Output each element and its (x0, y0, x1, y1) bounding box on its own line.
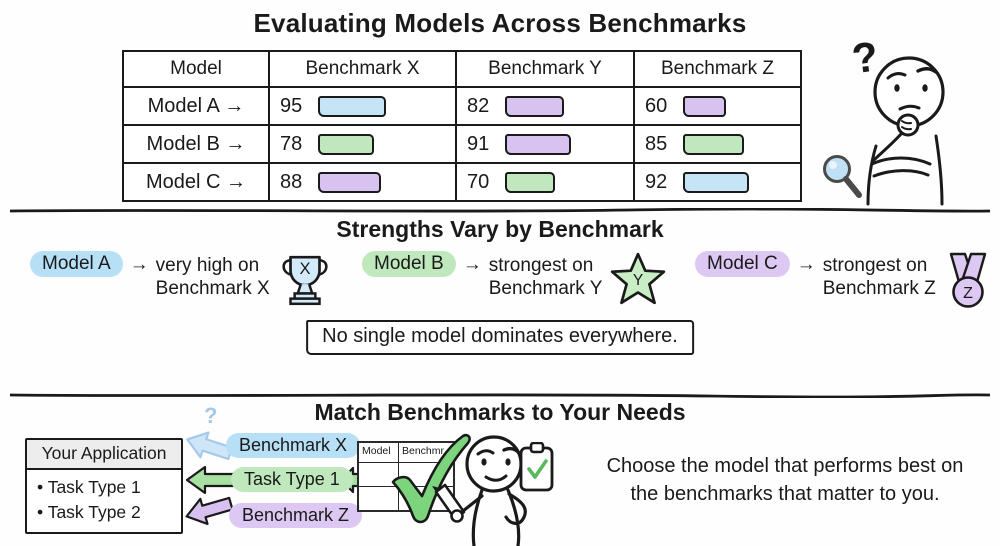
benchmark-x-label: Benchmark X (226, 433, 361, 458)
bullet-glyph: • (37, 502, 44, 522)
big-checkmark-icon (391, 433, 471, 524)
no-single-model-note: No single model dominates everywhere. (306, 320, 694, 355)
col-header-benchmark-z: Benchmark Z (633, 50, 802, 88)
score-bar (683, 95, 726, 117)
col-header-model: Model (122, 50, 270, 88)
writing-person-icon (432, 435, 527, 546)
arrow-glyph: → (796, 254, 816, 275)
magnifier-icon (823, 155, 862, 198)
uncertain-question-mark: ? (204, 403, 218, 428)
score-bar (505, 95, 564, 117)
match-title: Match Benchmarks to Your Needs (314, 399, 686, 425)
benchmark-z-label: Benchmark Z (229, 503, 363, 528)
score-bar (505, 171, 555, 193)
model-b-label: Model B → (122, 124, 270, 164)
task-type-1-item: • Task Type 1 (37, 477, 141, 497)
arrow-glyph: → (129, 254, 149, 275)
medal-letter: Z (963, 285, 973, 302)
score-bar (318, 95, 386, 117)
mini-col-benchmark: Benchmr (402, 445, 445, 457)
model-c-highlight: Model C (695, 251, 790, 277)
model-b-highlight: Model B (362, 251, 456, 277)
table-row: Model A → 95 82 60 (122, 86, 802, 126)
strength-text-line1: strongest on (488, 255, 594, 276)
question-mark-icon: ? (849, 32, 881, 82)
score-cell: 91 (455, 124, 635, 164)
your-application-box: Your Application • Task Type 1 • Task Ty… (25, 438, 183, 534)
star-letter: Y (633, 272, 644, 289)
bullet-glyph: • (37, 477, 44, 497)
arrow-glyph: → (226, 170, 247, 193)
model-a-label: Model A → (122, 86, 270, 126)
model-c-label: Model C → (122, 162, 270, 202)
table-row: Model C → 88 70 92 (122, 162, 802, 202)
green-arrow-icon (186, 466, 234, 494)
score-bar (683, 133, 744, 155)
page-title: Evaluating Models Across Benchmarks (253, 8, 747, 38)
strength-text-line2: Benchmark X (155, 278, 270, 299)
score-bar (505, 133, 571, 155)
strengths-title: Strengths Vary by Benchmark (336, 216, 664, 242)
score-cell: 92 (633, 162, 802, 202)
table-row: Model B → 78 91 85 (122, 124, 802, 164)
arrow-glyph: → (462, 254, 482, 275)
strength-text-line1: very high on (155, 255, 260, 276)
col-header-benchmark-x: Benchmark X (268, 50, 457, 88)
star-icon: Y (611, 252, 666, 305)
strength-text-line2: Benchmark Y (488, 278, 603, 299)
model-a-highlight: Model A (30, 251, 123, 277)
medal-icon: Z (949, 252, 986, 308)
score-cell: 70 (455, 162, 635, 202)
score-bar (318, 171, 381, 193)
task-type-2-item: • Task Type 2 (37, 502, 141, 522)
clipboard-icon (519, 442, 554, 492)
blue-arrow-icon (186, 431, 233, 461)
mini-col-model: Model (359, 443, 399, 462)
advice-text: Choose the model that performs best on t… (606, 455, 964, 505)
trophy-letter: X (299, 259, 310, 278)
score-cell: 82 (455, 86, 635, 126)
score-cell: 85 (633, 124, 802, 164)
benchmark-table: Model Benchmark X Benchmark Y Benchmark … (122, 50, 802, 202)
section-divider (9, 393, 991, 398)
arrow-glyph: → (225, 132, 246, 155)
score-cell: 88 (268, 162, 457, 202)
arrow-glyph: → (224, 94, 245, 117)
trophy-icon: X (282, 255, 328, 306)
purple-arrow-icon (185, 496, 234, 526)
application-box-title: Your Application (27, 440, 181, 470)
thinking-person-icon: ? (849, 32, 945, 206)
col-header-benchmark-y: Benchmark Y (455, 50, 635, 88)
score-cell: 78 (268, 124, 457, 164)
score-bar (683, 171, 749, 193)
table-header-row: Model Benchmark X Benchmark Y Benchmark … (122, 50, 802, 88)
score-bar (318, 133, 374, 155)
score-cell: 95 (268, 86, 457, 126)
task-type-1-label: Task Type 1 (231, 467, 353, 492)
strength-text-line2: Benchmark Z (822, 278, 936, 299)
strength-text-line1: strongest on (822, 255, 928, 276)
section-divider (9, 208, 991, 213)
score-cell: 60 (633, 86, 802, 126)
